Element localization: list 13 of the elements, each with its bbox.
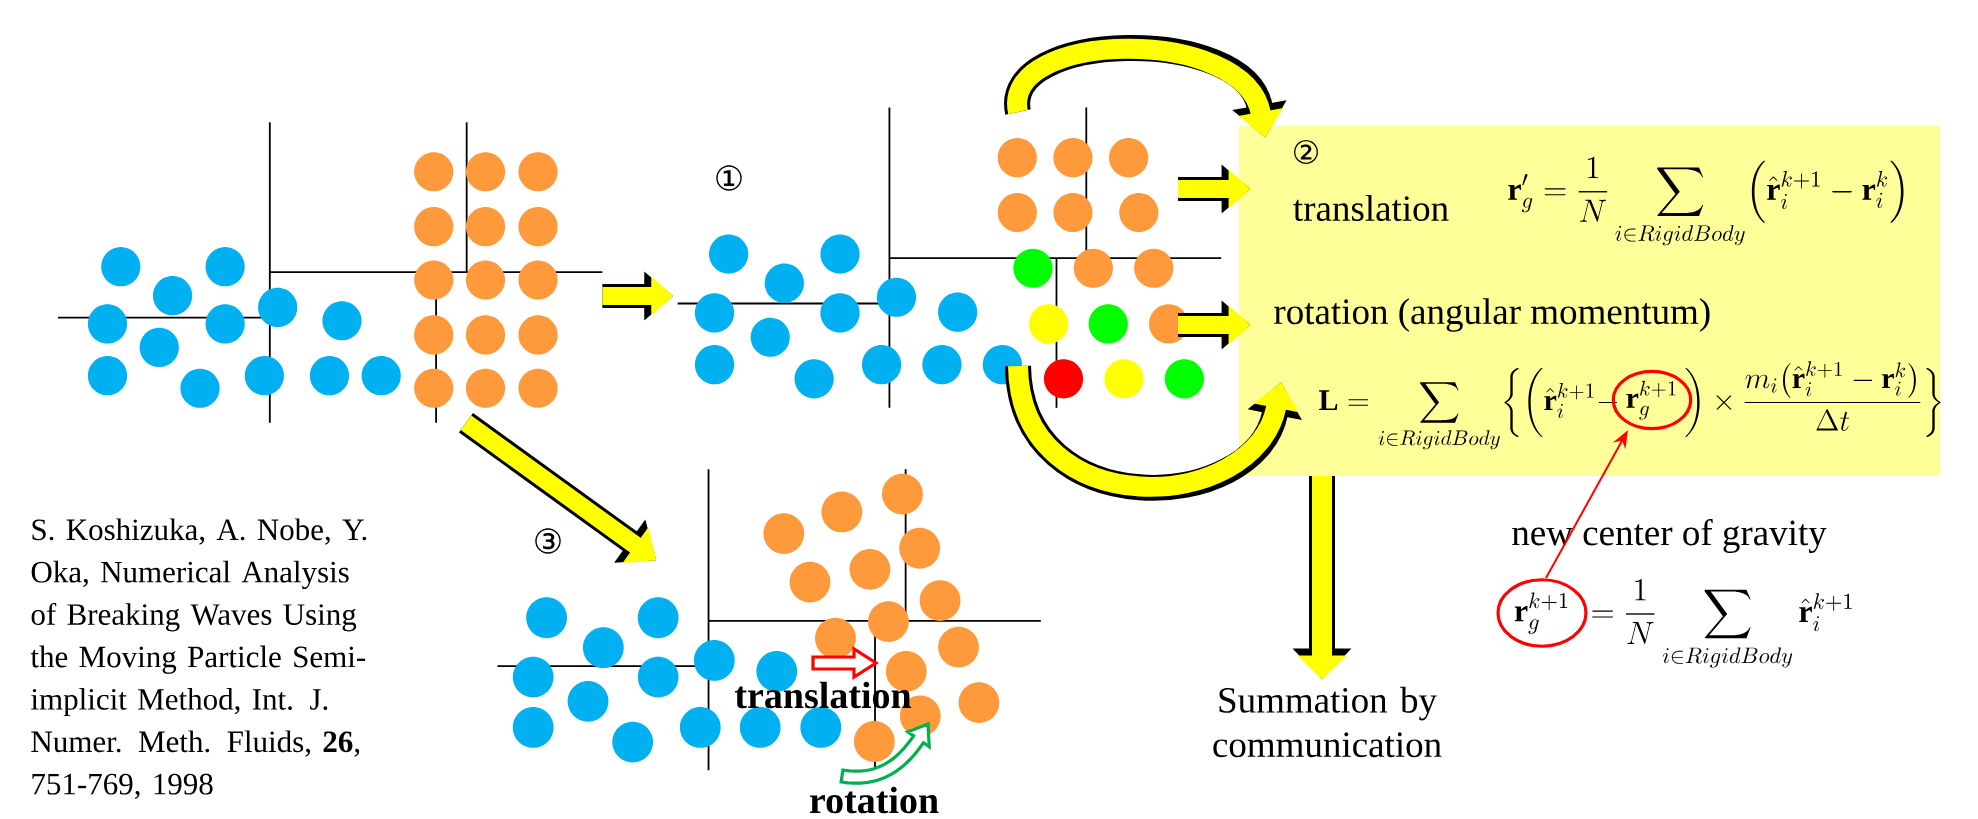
step-number: ③ <box>535 528 561 554</box>
step-number: ② <box>1294 140 1318 164</box>
caption-text: Summation by communication <box>1213 686 1442 758</box>
reference-text: S. Koshizuka, A. Nobe, Y. Oka, Numerical Analysis of Breaking Waves Using the Moving Particle Semi-implicit Method, Int. J. Numer. Meth. Fluids, 26, 751-769, 1998 <box>30 518 367 800</box>
caption-text: translation <box>1293 194 1449 222</box>
formula: $= \frac{1}{N}\sum_{i\in RigidBody}\hat{\mathbf{r}}_i^{k+1}$ <box>1592 579 1852 668</box>
formula: $\mathbf{r}'_g = \frac{1}{N}\sum_{i\in RigidBody}\Bigl(\hat{\mathbf{r}}_i^{k+1}-\mathbf{r}_i^{k}\Bigr)$ <box>1508 156 1904 246</box>
particle-drawing <box>676 106 1223 409</box>
particle-drawing <box>57 121 604 424</box>
step-number: ① <box>716 165 742 191</box>
circled-term: $\mathbf{r}_g^{k+1}$ <box>1496 578 1588 648</box>
caption-text: rotation (angular momentum) <box>1274 298 1710 332</box>
particle-drawing <box>496 468 1042 772</box>
